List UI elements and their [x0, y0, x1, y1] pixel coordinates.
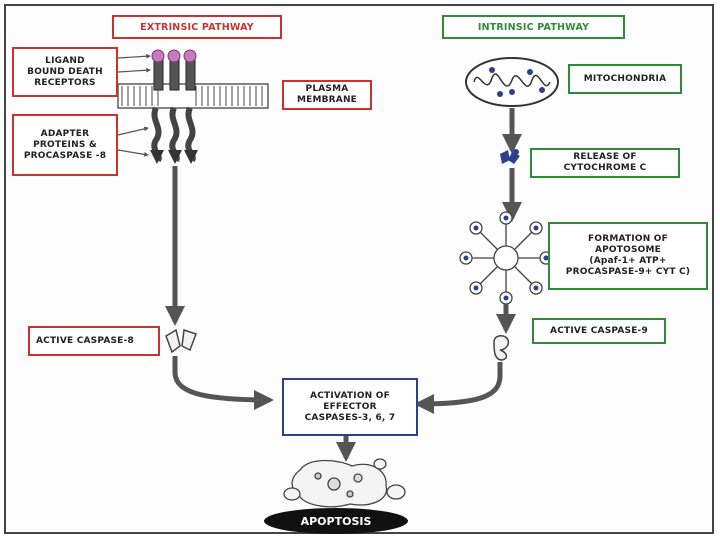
- extrinsic-pathway-title: EXTRINSIC PATHWAY: [112, 15, 282, 39]
- label-pointers-extrinsic: [117, 53, 151, 157]
- ligand-receptors-label: LIGAND BOUND DEATH RECEPTORS: [12, 47, 118, 97]
- apoptosome-label: FORMATION OF APOTOSOME (Apaf-1+ ATP+ PRO…: [548, 222, 708, 290]
- active-caspase-9-shape: [493, 335, 510, 361]
- death-receptors: [151, 49, 197, 91]
- extrinsic-converge-arrow: [172, 356, 274, 410]
- mitochondrion-shape: [465, 57, 559, 107]
- adapter-proteins-label: ADAPTER PROTEINS & PROCASPASE -8: [12, 114, 118, 176]
- apoptotic-cell-shape: [283, 458, 406, 508]
- intrinsic-pathway-title: INTRINSIC PATHWAY: [442, 15, 625, 39]
- active-caspase-9-label: ACTIVE CASPASE-9: [532, 318, 666, 344]
- intrinsic-converge-arrow: [414, 362, 503, 414]
- apoptosis-label: APOPTOSIS: [264, 508, 408, 534]
- cytochrome-c-shape: [500, 149, 520, 164]
- plasma-membrane-label: PLASMA MEMBRANE: [282, 80, 372, 110]
- mitochondria-label: MITOCHONDRIA: [568, 64, 682, 94]
- apoptosome-shape: [459, 211, 553, 305]
- cytochrome-c-label: RELEASE OF CYTOCHROME C: [530, 148, 680, 178]
- active-caspase-8-shape: [165, 328, 197, 354]
- active-caspase-8-label: ACTIVE CASPASE-8: [28, 326, 160, 356]
- adapter-proteins: [150, 106, 198, 164]
- effector-caspases-label: ACTIVATION OF EFFECTOR CASPASES-3, 6, 7: [282, 378, 418, 436]
